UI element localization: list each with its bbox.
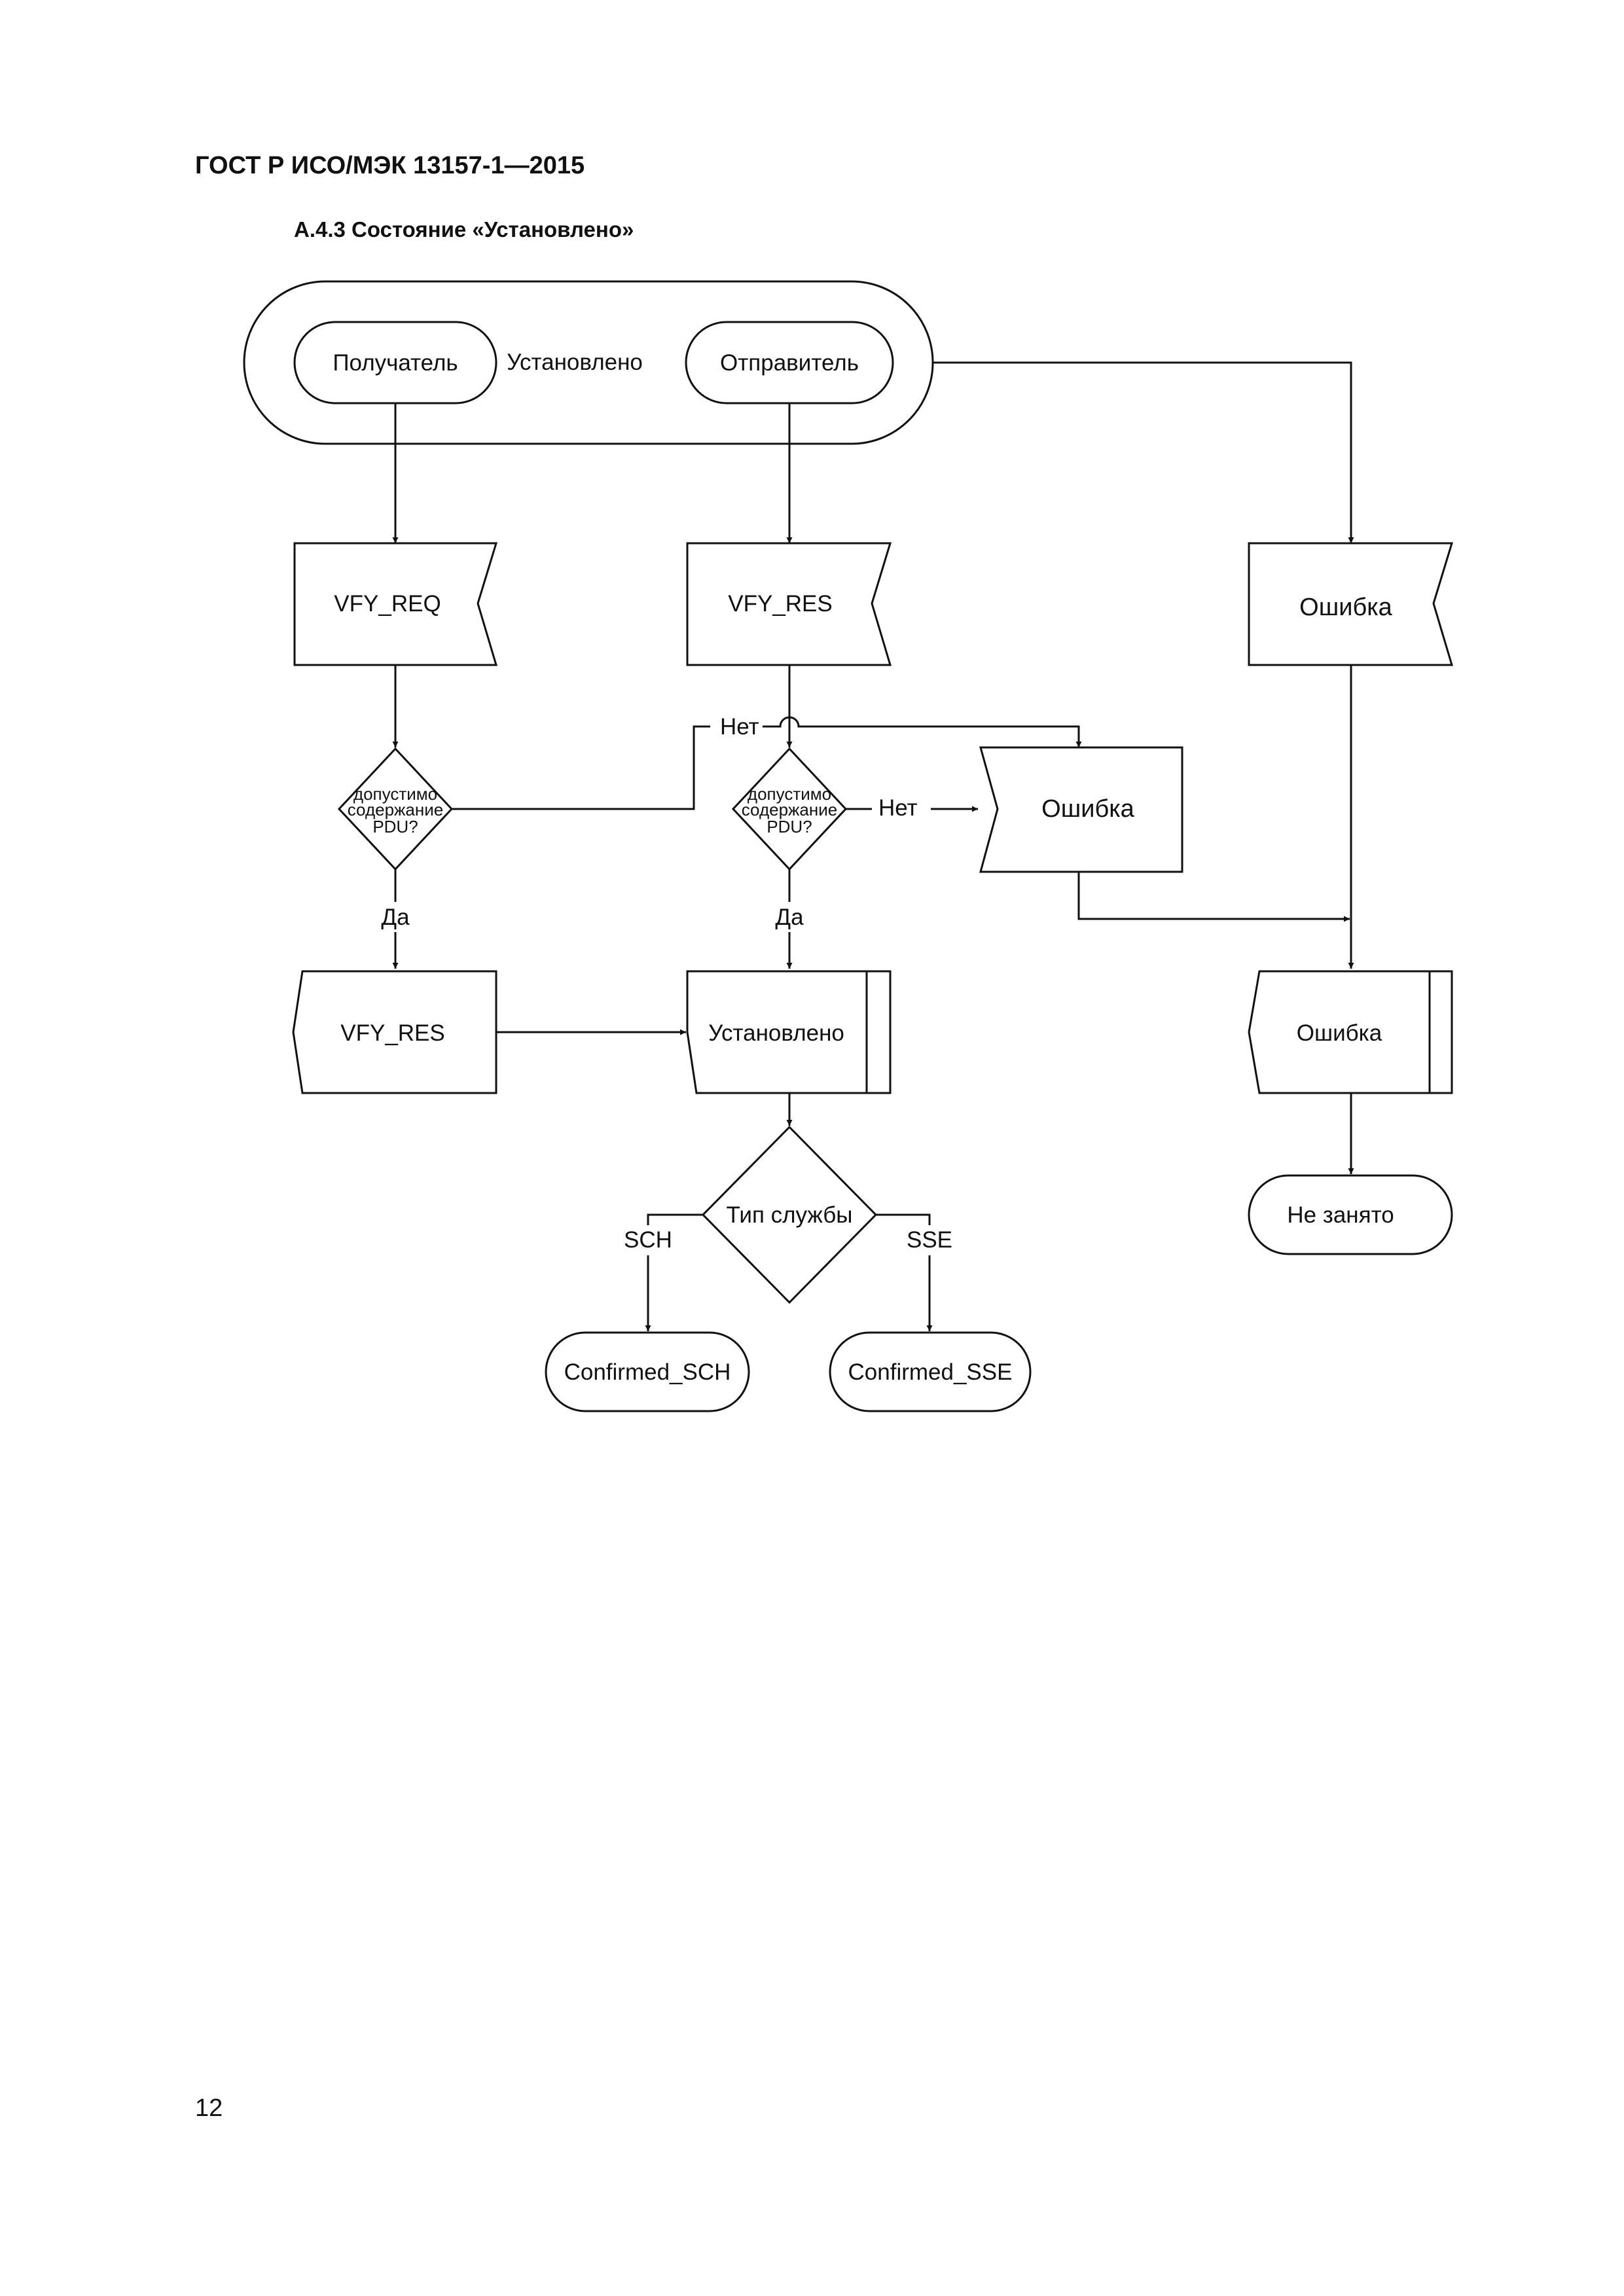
- decision-1-line-2: содержание: [348, 800, 443, 819]
- not-busy-node: [1248, 1174, 1453, 1255]
- error-signal-in: [1248, 542, 1454, 666]
- decision-1-line-1: допустимо: [353, 784, 437, 804]
- decision-2-line-1: допустимо: [748, 784, 831, 804]
- confirmed-sse-label: Confirmed_SSE: [848, 1359, 1013, 1385]
- document-standard: ГОСТ Р ИСО/МЭК 13157-1—2015: [195, 152, 585, 179]
- error-signal-out: [1248, 970, 1453, 1094]
- branch-sse-label: SSE: [907, 1227, 952, 1253]
- confirmed-sse-node: [829, 1331, 1032, 1412]
- page-number: 12: [195, 2094, 223, 2122]
- receiver-label: Получатель: [333, 350, 458, 376]
- no-label-1: Нет: [720, 714, 759, 740]
- confirmed-sch-node: [545, 1331, 750, 1412]
- confirmed-sch-label: Confirmed_SCH: [564, 1359, 731, 1385]
- decision-2-line-2: содержание: [742, 800, 837, 819]
- state-label: Установлено: [507, 350, 643, 375]
- sender-label: Отправитель: [720, 350, 859, 376]
- edge-decision1-no: [452, 716, 1082, 810]
- established-task-label: Установлено: [708, 1020, 844, 1046]
- section-title: А.4.3 Состояние «Установлено»: [294, 217, 634, 242]
- edge-error-mid-merge: [1077, 872, 1350, 922]
- vfy-res-out-signal: [292, 970, 497, 1094]
- decision-2-line-3: PDU?: [767, 817, 812, 836]
- yes-label-2: Да: [775, 905, 804, 930]
- error-mid-label: Ошибка: [1041, 795, 1134, 823]
- edge-service-sch: [645, 1213, 703, 1331]
- vfy-res-in-label: VFY_RES: [728, 591, 833, 617]
- vfy-res-out-label: VFY_RES: [340, 1020, 445, 1046]
- error-in-label: Ошибка: [1299, 594, 1392, 621]
- service-type-decision: [701, 1125, 878, 1304]
- vfy-res-signal: [686, 542, 892, 666]
- error-out-label: Ошибка: [1297, 1020, 1382, 1046]
- no-label-2: Нет: [878, 795, 918, 821]
- branch-sch-label: SCH: [624, 1227, 672, 1253]
- error-signal-mid: [979, 746, 1183, 873]
- edge-service-sse: [876, 1213, 933, 1331]
- vfy-req-label: VFY_REQ: [334, 591, 441, 617]
- not-busy-label: Не занято: [1287, 1202, 1394, 1228]
- vfy-req-signal: [293, 542, 498, 666]
- yes-label-1: Да: [381, 905, 410, 930]
- edge-capsule-error: [933, 361, 1354, 543]
- established-task: [686, 970, 892, 1094]
- service-type-label: Тип службы: [727, 1202, 853, 1228]
- decision-1-line-3: PDU?: [372, 817, 418, 836]
